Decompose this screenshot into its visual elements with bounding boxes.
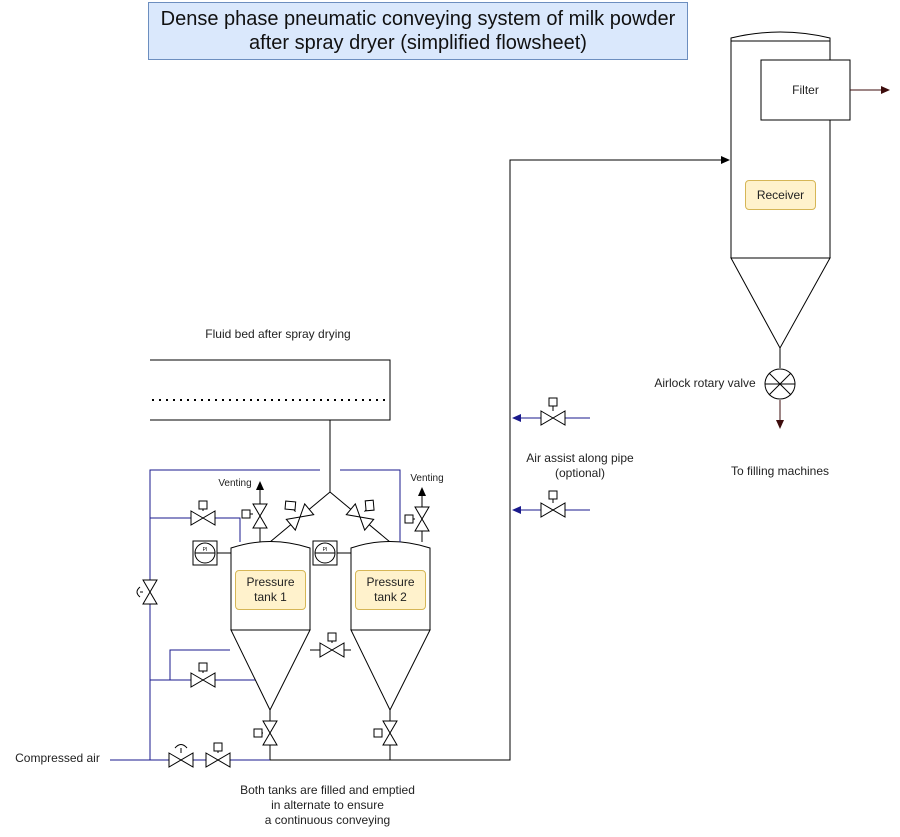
equalizing-line xyxy=(310,632,351,658)
discharge-valve-tank2 xyxy=(373,720,398,746)
air-valve-manual-bypass xyxy=(136,579,158,605)
discharge-valve-tank1 xyxy=(253,720,278,746)
feed-valve-tank2 xyxy=(345,499,375,531)
alternating-note: Both tanks are filled and emptied in alt… xyxy=(240,783,415,827)
pressure-gauge-tank2: PI xyxy=(312,540,351,566)
svg-text:PI: PI xyxy=(323,547,328,553)
air-assist-valve-lower xyxy=(512,490,590,518)
air-valve-pressure-regulator xyxy=(168,744,194,768)
filter-box xyxy=(760,59,890,121)
venting-label-tank2: Venting xyxy=(410,473,444,484)
venting-tank2 xyxy=(404,487,430,542)
airlock-label: Airlock rotary valve xyxy=(654,376,756,390)
filling-label: To filling machines xyxy=(730,464,830,478)
conveying-pipe xyxy=(270,156,730,761)
compressed-air-network xyxy=(110,469,401,761)
air-valve-top xyxy=(190,500,216,526)
receiver-tag: Receiver xyxy=(745,180,816,210)
diagram-title: Dense phase pneumatic conveying system o… xyxy=(148,2,688,60)
tank2-tag: Pressure tank 2 xyxy=(355,570,426,610)
fluid-bed-label: Fluid bed after spray drying xyxy=(205,327,351,341)
airlock-rotary-valve xyxy=(764,368,796,429)
air-valve-inlet xyxy=(205,742,231,768)
venting-tank1 xyxy=(241,481,268,542)
air-assist-valve-upper xyxy=(512,397,590,426)
svg-text:PI: PI xyxy=(203,547,208,553)
filter-label: Filter xyxy=(792,83,819,97)
tank1-tag: Pressure tank 1 xyxy=(235,570,306,610)
pressure-gauge-tank1: PI xyxy=(192,540,231,566)
air-assist-label: Air assist along pipe (optional) xyxy=(526,451,634,480)
feed-valve-tank1 xyxy=(284,500,315,531)
venting-label-tank1: Venting xyxy=(218,478,252,489)
air-valve-bottom xyxy=(190,662,216,688)
compressed-air-label: Compressed air xyxy=(15,751,100,765)
